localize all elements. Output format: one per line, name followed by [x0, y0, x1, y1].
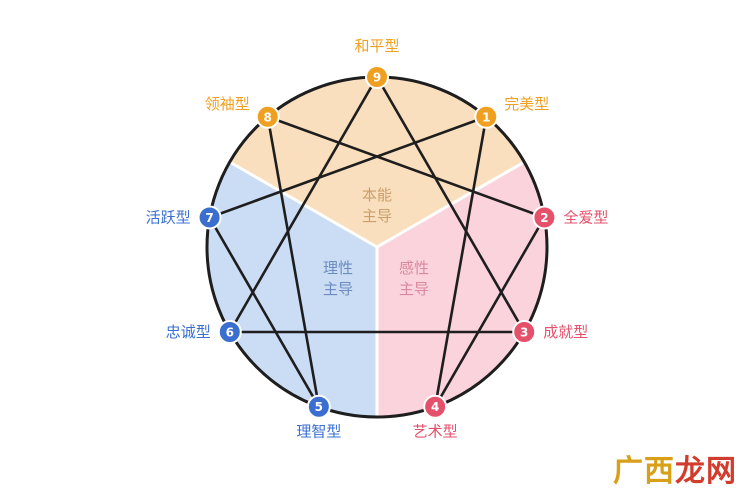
type-node-4: 4 [423, 394, 448, 419]
watermark-part-1: 广西 [613, 454, 675, 489]
region-head [207, 162, 377, 417]
connection-lines [208, 75, 546, 409]
connection-line-1-4 [433, 115, 488, 409]
center-label-head-line-1: 理性 [323, 259, 353, 277]
type-node-2: 2 [532, 205, 557, 230]
type-node-1-number: 1 [482, 110, 490, 124]
type-node-9-circle [365, 65, 389, 89]
type-node-6-number: 6 [226, 326, 234, 340]
type-node-7-number: 7 [205, 211, 213, 225]
type-node-6-circle [217, 320, 242, 344]
type-label-2: 全爱型 [563, 208, 608, 226]
type-node-7-circle [197, 205, 222, 230]
type-node-8-number: 8 [264, 110, 272, 124]
type-node-3-number: 3 [520, 326, 528, 340]
type-nodes: 9 1 2 3 4 5 6 7 8 [197, 65, 557, 419]
type-node-9-number: 9 [373, 71, 381, 85]
type-node-4-number: 4 [431, 400, 439, 414]
center-label-heart-line-1: 感性 [399, 259, 429, 277]
connection-line-2-8 [266, 115, 546, 219]
type-node-9: 9 [365, 65, 389, 89]
connection-line-7-1 [208, 115, 488, 219]
type-label-8: 领袖型 [205, 95, 250, 113]
type-label-6: 忠诚型 [166, 323, 211, 341]
watermark-part-2: 龙网 [675, 454, 737, 489]
type-label-9: 和平型 [354, 37, 399, 55]
connection-line-9-3 [375, 75, 526, 334]
type-node-5: 5 [306, 394, 331, 419]
type-node-2-circle [532, 205, 557, 230]
type-node-1: 1 [474, 104, 499, 129]
type-node-3: 3 [512, 320, 537, 344]
connection-line-8-5 [266, 115, 321, 409]
center-label-gut-line-2: 主导 [362, 207, 392, 225]
watermark-logo: 广西龙网 [613, 446, 737, 490]
type-node-8-circle [255, 104, 280, 129]
connection-line-4-2 [433, 216, 546, 409]
type-label-4: 艺术型 [413, 423, 458, 441]
type-label-7: 活跃型 [146, 208, 191, 226]
center-label-heart-line-2: 主导 [399, 280, 429, 298]
type-node-2-number: 2 [540, 211, 548, 225]
type-node-1-circle [474, 104, 499, 129]
type-node-4-circle [423, 394, 448, 419]
connection-line-6-9 [228, 75, 379, 334]
type-node-5-circle [306, 394, 331, 419]
type-node-7: 7 [197, 205, 222, 230]
region-heart [377, 162, 547, 417]
connection-line-5-7 [208, 216, 321, 409]
center-label-gut-line-1: 本能 [362, 186, 392, 204]
type-label-5: 理智型 [296, 423, 341, 441]
type-node-5-number: 5 [315, 400, 323, 414]
type-node-6: 6 [217, 320, 242, 344]
center-regions [207, 77, 547, 417]
type-node-3-circle [512, 320, 537, 344]
center-label-head-line-2: 主导 [323, 280, 353, 298]
type-label-1: 完美型 [504, 95, 549, 113]
type-label-3: 成就型 [543, 323, 588, 341]
type-node-8: 8 [255, 104, 280, 129]
